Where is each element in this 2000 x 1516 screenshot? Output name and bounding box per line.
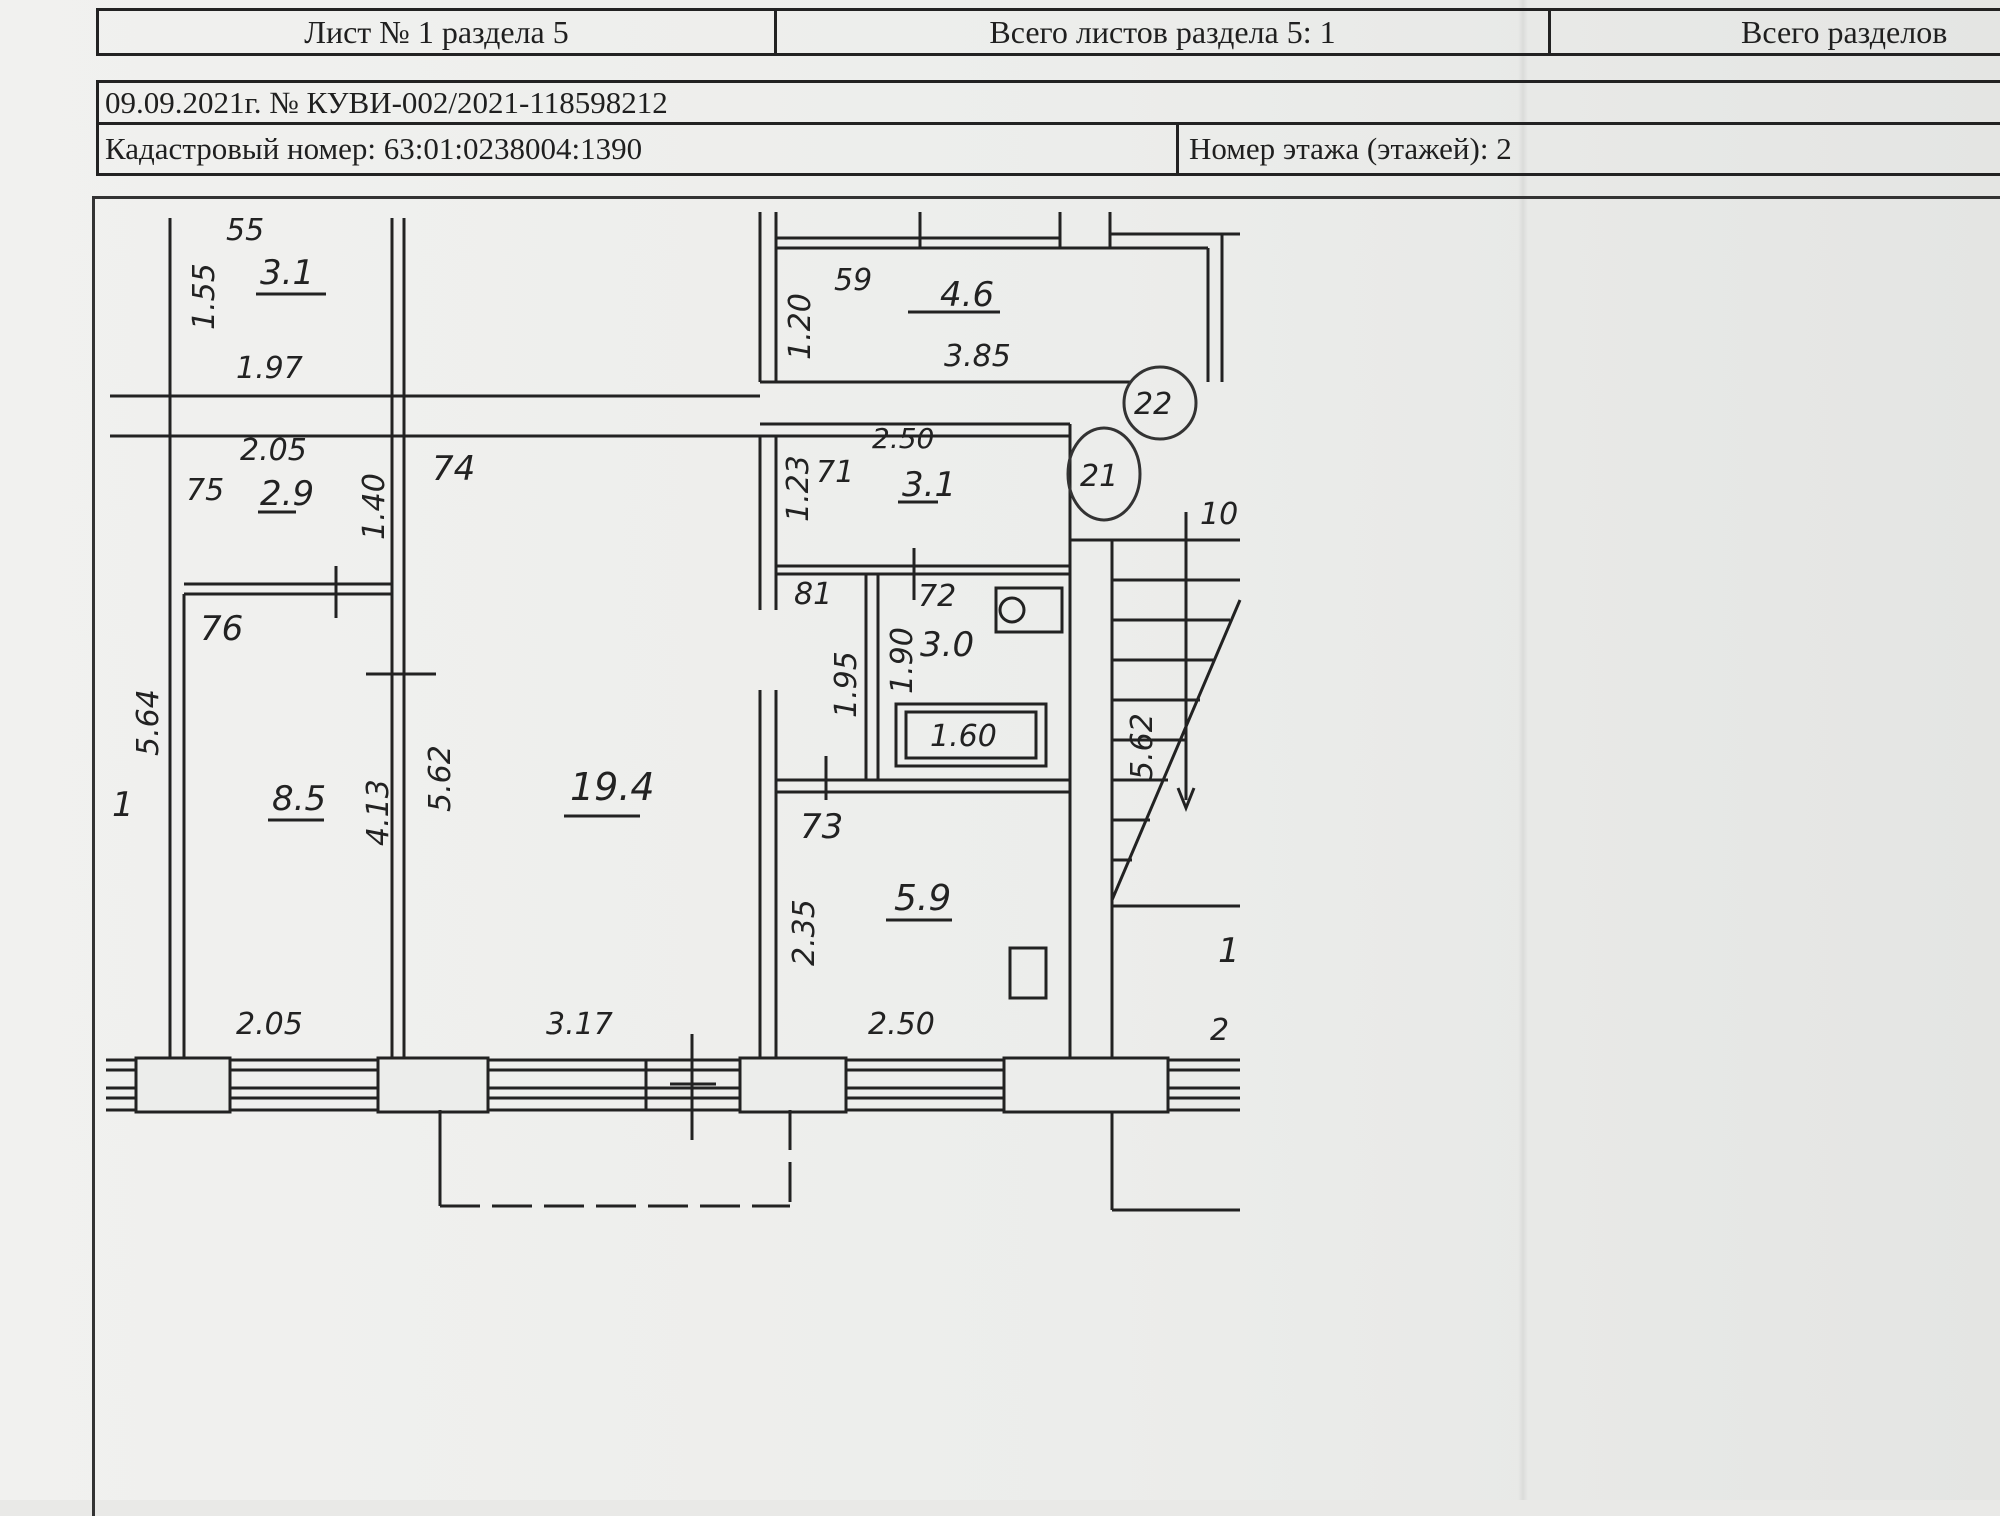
room-number-76: 76: [200, 609, 243, 649]
dim-5-62-stair: 5.62: [1125, 713, 1160, 780]
dim-1-90: 1.90: [885, 627, 920, 694]
header-table: Лист № 1 раздела 5 Всего листов раздела …: [96, 8, 2000, 56]
document-number: 09.09.2021г. № КУВИ-002/2021-118598212: [99, 83, 2000, 125]
room-number-73: 73: [800, 807, 843, 847]
info-block: 09.09.2021г. № КУВИ-002/2021-118598212 К…: [96, 80, 2000, 176]
dim-1-23: 1.23: [781, 455, 816, 522]
dim-1-40: 1.40: [357, 473, 392, 540]
room-number-55: 55: [226, 213, 264, 248]
room-area-2-9: 2.9: [260, 474, 314, 514]
room-number-75: 75: [186, 473, 224, 508]
dim-2-50-top: 2.50: [872, 422, 934, 455]
sheet-number-cell: Лист № 1 раздела 5: [99, 11, 777, 53]
dim-2-35: 2.35: [787, 899, 822, 966]
dim-1-97: 1.97: [236, 351, 303, 386]
dim-3-85: 3.85: [944, 339, 1011, 374]
dim-3-17: 3.17: [546, 1007, 613, 1042]
dim-1-55: 1.55: [187, 263, 222, 330]
cadastral-number: Кадастровый номер: 63:01:0238004:1390: [99, 125, 1179, 173]
dim-1-20: 1.20: [783, 293, 818, 360]
total-sheets-cell: Всего листов раздела 5: 1: [777, 11, 1551, 53]
circle-label-22: 22: [1134, 387, 1172, 422]
dim-5-62-left: 5.62: [423, 745, 458, 812]
dim-5-64: 5.64: [131, 689, 166, 756]
room-number-71: 71: [816, 455, 854, 490]
plan-frame: [92, 196, 2000, 1516]
room-area-19-4: 19.4: [570, 765, 655, 809]
room-area-3-0: 3.0: [920, 625, 974, 665]
dim-4-13: 4.13: [361, 779, 396, 846]
total-sections-cell: Всего разделов: [1741, 13, 1948, 50]
dim-2-50-bottom: 2.50: [868, 1007, 935, 1042]
dim-2-05-bottom: 2.05: [236, 1007, 303, 1042]
room-number-2: 2: [1210, 1013, 1229, 1048]
staircase-marker-21: [1066, 426, 1142, 522]
plan-walls: [106, 212, 1242, 1212]
room-number-72: 72: [918, 579, 956, 614]
room-number-74: 74: [432, 449, 475, 489]
floor-number: Номер этажа (этажей): 2: [1189, 131, 1512, 166]
room-area-4-6: 4.6: [940, 275, 994, 315]
room-area-8-5: 8.5: [272, 779, 326, 819]
staircase-marker-22: [1122, 365, 1198, 441]
room-number-1-right: 1: [1218, 931, 1240, 971]
circle-label-21: 21: [1080, 459, 1118, 494]
room-number-81: 81: [794, 577, 832, 612]
room-area-3-1-mid: 3.1: [902, 465, 956, 505]
room-area-5-9: 5.9: [894, 878, 951, 919]
room-number-10: 10: [1200, 497, 1238, 532]
room-number-1-left: 1: [112, 785, 134, 825]
dim-2-05-top: 2.05: [240, 433, 307, 468]
dim-1-60: 1.60: [930, 719, 997, 754]
dim-1-95: 1.95: [829, 651, 864, 718]
room-number-59: 59: [834, 263, 872, 298]
room-area-3-1-top: 3.1: [260, 253, 314, 293]
paper-crease: [1518, 0, 1528, 1500]
